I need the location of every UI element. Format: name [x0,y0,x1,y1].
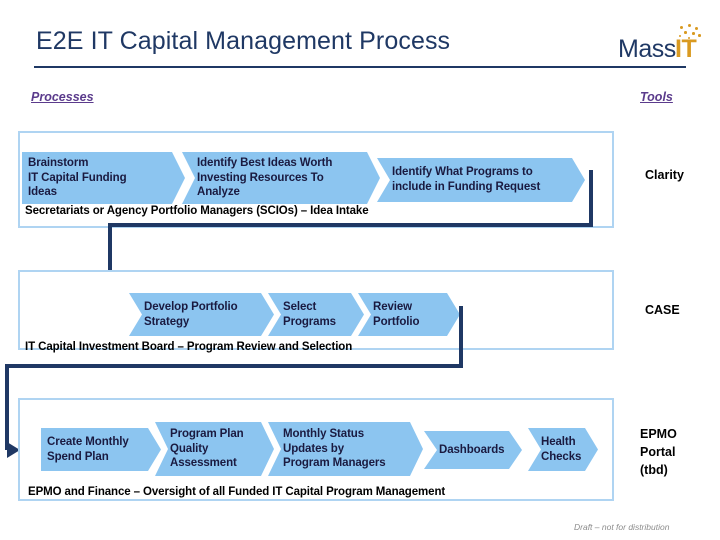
logo-text-it: IT [675,35,697,63]
process-step-monthly-status-updates[interactable]: Monthly Status Updates by Program Manage… [268,422,423,476]
logo-dot-icon [688,37,690,39]
row-caption-1: Secretariats or Agency Portfolio Manager… [25,205,369,217]
row-caption-2: IT Capital Investment Board – Program Re… [25,341,353,353]
massit-logo: Mass IT [618,24,710,64]
logo-dot-icon [692,32,695,35]
process-step-develop-portfolio-strategy[interactable]: Develop Portfolio Strategy [129,293,274,336]
process-step-identify-programs[interactable]: Identify What Programs to include in Fun… [377,158,585,202]
connector-2-arrow-icon [7,442,20,458]
logo-dot-icon [680,26,683,29]
connector-1-vertical-left [108,223,112,309]
connector-2-vertical-right [459,306,463,368]
process-step-label: Program Plan Quality Assessment [170,427,244,470]
tool-label-case: CASE [645,303,680,317]
process-step-label: Select Programs [283,300,336,328]
connector-2-vertical-left [5,364,9,450]
logo-text-mass: Mass [618,35,676,63]
process-step-label: Health Checks [541,435,582,463]
process-step-identify-best-ideas[interactable]: Identify Best Ideas Worth Investing Reso… [182,152,380,204]
column-heading-processes: Processes [31,90,94,104]
process-step-label: Monthly Status Updates by Program Manage… [283,427,386,470]
logo-dot-icon [684,31,687,34]
tool-label-epmo-portal: EPMO Portal (tbd) [640,427,677,478]
connector-2-horizontal [5,364,463,368]
process-step-select-programs[interactable]: Select Programs [268,293,364,336]
process-step-health-checks[interactable]: Health Checks [528,428,598,471]
process-step-dashboards[interactable]: Dashboards [424,431,522,469]
process-step-label: Identify Best Ideas Worth Investing Reso… [197,156,333,199]
title-divider [34,66,686,68]
page-title: E2E IT Capital Management Process [36,27,451,55]
process-step-label: Review Portfolio [373,300,420,328]
process-step-label: Dashboards [439,443,505,456]
process-step-label: Develop Portfolio Strategy [144,300,238,328]
logo-dot-icon [695,27,698,30]
footer-note: Draft – not for distribution [574,522,670,532]
process-step-label: Brainstorm IT Capital Funding Ideas [28,156,127,199]
process-step-brainstorm[interactable]: Brainstorm IT Capital Funding Ideas [22,152,185,204]
process-step-label: Create Monthly Spend Plan [47,435,129,463]
tool-label-clarity: Clarity [645,168,684,182]
logo-dot-icon [688,24,691,27]
process-step-program-plan-quality-assessment[interactable]: Program Plan Quality Assessment [155,422,274,476]
logo-dot-icon [698,34,701,37]
connector-1-horizontal [108,223,593,227]
row-caption-3: EPMO and Finance – Oversight of all Fund… [28,486,446,498]
logo-dot-icon [679,35,681,37]
process-step-label: Identify What Programs to include in Fun… [392,166,541,193]
process-step-create-monthly-spend-plan[interactable]: Create Monthly Spend Plan [41,428,161,471]
column-heading-tools: Tools [640,90,673,104]
connector-1-vertical-right [589,170,593,227]
process-step-review-portfolio[interactable]: Review Portfolio [358,293,460,336]
